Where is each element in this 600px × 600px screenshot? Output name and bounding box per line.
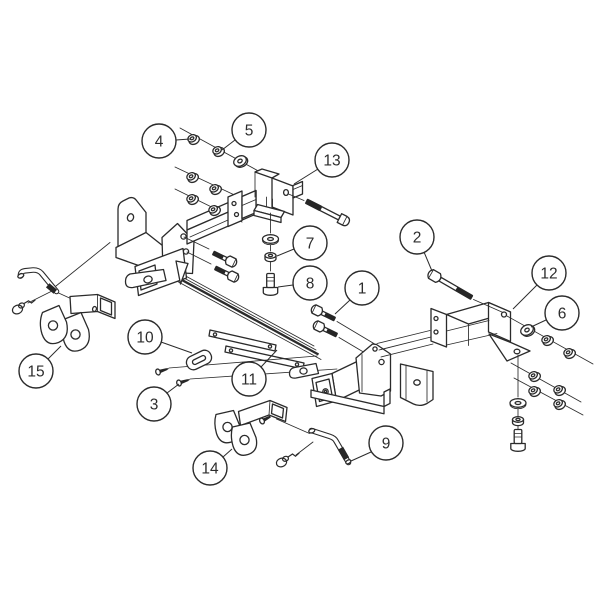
left-rail-bracket xyxy=(241,168,304,224)
bracket-13-bolt xyxy=(288,193,352,228)
hitch-pin-icon xyxy=(308,427,352,466)
bracket-foot-plate xyxy=(488,333,531,362)
callout-10: 10 xyxy=(127,319,193,355)
callout-15: 15 xyxy=(18,345,62,389)
screw-icon xyxy=(155,368,170,376)
center-fastener-stack xyxy=(261,212,280,296)
long-hex-bolt-2 xyxy=(425,267,504,313)
callout-13: 13 xyxy=(293,142,350,185)
left-gusset-bolts xyxy=(183,236,241,284)
callout-7: 7 xyxy=(276,225,328,261)
callout-9: 9 xyxy=(350,425,404,462)
callout-number: 3 xyxy=(150,397,159,414)
callout-6: 6 xyxy=(530,295,580,331)
callout-1: 1 xyxy=(334,270,380,315)
receiver-tube-assembly xyxy=(214,399,352,468)
callout-number: 1 xyxy=(358,281,367,298)
callouts: 1 2 3 4 5 6 7 xyxy=(18,112,580,486)
callout-number: 13 xyxy=(323,153,340,170)
callout-number: 15 xyxy=(27,364,44,381)
callout-number: 11 xyxy=(241,372,257,389)
callout-number: 7 xyxy=(306,236,315,253)
callout-3: 3 xyxy=(136,383,180,422)
callout-4: 4 xyxy=(141,123,191,159)
anti-rattle-screw-icon xyxy=(258,415,271,425)
callout-2: 2 xyxy=(399,219,435,272)
callout-12: 12 xyxy=(512,255,567,310)
callout-14: 14 xyxy=(192,448,233,486)
pin-clip-icon xyxy=(275,452,300,468)
callout-number: 10 xyxy=(136,330,154,347)
brace-strap-upper xyxy=(208,329,277,352)
screw-icon xyxy=(176,379,191,387)
brace-strap-lower xyxy=(224,345,305,370)
callout-number: 8 xyxy=(306,276,315,293)
pin-clip-icon xyxy=(11,299,36,315)
callout-11: 11 xyxy=(231,349,278,397)
right-fastener-stack xyxy=(509,354,527,452)
drawbar-assembly xyxy=(11,242,116,352)
callout-number: 12 xyxy=(540,266,557,283)
hitch-pin-icon xyxy=(17,267,60,295)
callout-number: 14 xyxy=(201,461,219,478)
callout-number: 4 xyxy=(155,134,164,151)
spacer-plate xyxy=(185,349,213,371)
callout-number: 6 xyxy=(558,306,567,323)
right-fastener-rows xyxy=(506,315,594,416)
right-frame-bracket xyxy=(430,301,531,362)
rail-end-plate xyxy=(227,190,243,228)
callout-8: 8 xyxy=(277,265,328,301)
callout-5: 5 xyxy=(221,112,267,151)
callout-number: 5 xyxy=(245,123,254,140)
center-receiver-assembly xyxy=(288,330,434,415)
callout-number: 2 xyxy=(413,230,422,247)
callout-number: 9 xyxy=(382,436,391,453)
